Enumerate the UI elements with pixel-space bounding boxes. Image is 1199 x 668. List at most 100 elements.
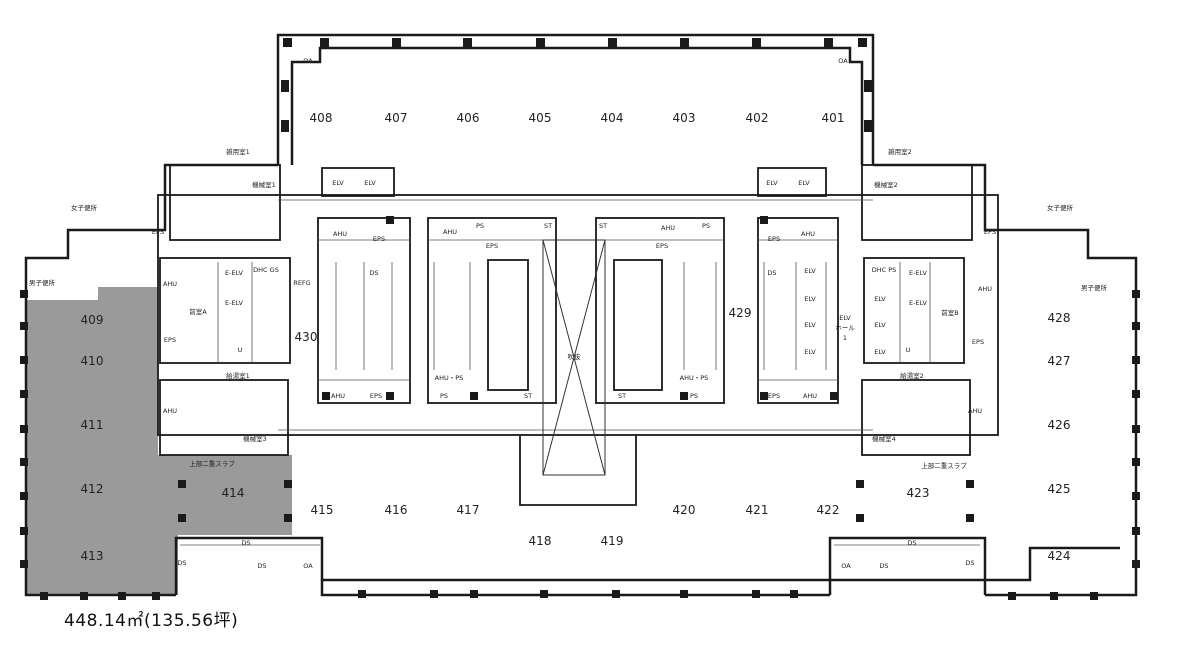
outer-walls	[24, 33, 1138, 597]
tag-elv: ELV	[766, 179, 778, 187]
tag-eps: EPS	[656, 242, 668, 250]
tag-eps: EPS	[164, 336, 176, 344]
room-zatsuyo1: 雑用室1	[226, 147, 250, 156]
tag-ps: PS	[476, 222, 484, 230]
unit-403: 403	[673, 111, 696, 125]
room-danshi-left: 男子便所	[29, 278, 56, 287]
tag-elv: ELV	[804, 267, 816, 275]
tag-dhc-gs: DHC GS	[253, 266, 279, 274]
room-danshi-right: 男子便所	[1081, 283, 1108, 292]
unit-424: 424	[1048, 549, 1071, 563]
elv-hall-3: 1	[843, 334, 847, 342]
tag-e-elv: E-ELV	[909, 299, 927, 307]
tag-u: U	[906, 346, 911, 354]
unit-427: 427	[1048, 354, 1071, 368]
tag-e-elv: E-ELV	[225, 269, 243, 277]
room-kanki1: 給湯室1	[226, 371, 250, 380]
tag-e-elv: E-ELV	[909, 269, 927, 277]
tag-eps: EPS	[768, 392, 780, 400]
tag-oa: OA	[303, 562, 313, 570]
tag-elv: ELV	[804, 348, 816, 356]
room-fukinuke: 吹抜	[568, 352, 582, 361]
room-kikai4: 機械室4	[872, 434, 896, 443]
unit-412: 412	[81, 482, 104, 496]
unit-417: 417	[457, 503, 480, 517]
atrium-void	[542, 239, 606, 476]
tag-ahu: AHU	[968, 407, 982, 415]
tag-ahu: AHU	[661, 224, 675, 232]
unit-425: 425	[1048, 482, 1071, 496]
tag-eps: EPS	[486, 242, 498, 250]
tag-ds: DS	[257, 562, 266, 570]
unit-409: 409	[81, 313, 104, 327]
unit-416: 416	[385, 503, 408, 517]
tag-ds: DS	[879, 562, 888, 570]
room-kikai3: 機械室3	[243, 434, 267, 443]
room-zatsuyo2: 雑用室2	[888, 147, 912, 156]
tag-ahu: AHU	[163, 280, 177, 288]
tag-eps: EPS	[972, 338, 984, 346]
room-kikai2: 機械室2	[874, 180, 898, 189]
room-shitsuA: 前室A	[189, 307, 207, 316]
tag-eps: EPS	[984, 228, 996, 236]
unit-419: 419	[601, 534, 624, 548]
tag-ps: PS	[440, 392, 448, 400]
tag-ahu: AHU	[801, 230, 815, 238]
unit-429: 429	[729, 306, 752, 320]
tag-ahu-ps: AHU・PS	[680, 374, 709, 382]
room-joshi-right: 女子便所	[1047, 203, 1074, 212]
tag-ps: PS	[702, 222, 710, 230]
tag-ds: DS	[767, 269, 776, 277]
tag-refg: REFG	[293, 279, 310, 287]
tag-oa: OA	[303, 57, 313, 65]
unit-411: 411	[81, 418, 104, 432]
unit-402: 402	[746, 111, 769, 125]
room-labels: 雑用室1 雑用室2 機械室1 機械室2 機械室3 機械室4 女子便所 女子便所 …	[29, 147, 1108, 470]
highlight-area	[26, 287, 292, 595]
tag-dhc-ps: DHC PS	[872, 266, 897, 274]
elv-hall-2: ホール	[835, 324, 855, 332]
unit-405: 405	[529, 111, 552, 125]
room-kikai1: 機械室1	[252, 180, 276, 189]
unit-420: 420	[673, 503, 696, 517]
floor-area-label: 448.14㎡(135.56坪)	[64, 611, 239, 631]
tag-st: ST	[524, 392, 532, 400]
tag-ahu: AHU	[333, 230, 347, 238]
unit-413: 413	[81, 549, 104, 563]
tag-eps: EPS	[370, 392, 382, 400]
tag-ahu: AHU	[803, 392, 817, 400]
unit-422: 422	[817, 503, 840, 517]
unit-415: 415	[311, 503, 334, 517]
tag-st: ST	[618, 392, 626, 400]
unit-407: 407	[385, 111, 408, 125]
tag-oa: OA	[841, 562, 851, 570]
tag-eps: EPS	[373, 235, 385, 243]
tag-elv: ELV	[332, 179, 344, 187]
core-walls	[157, 164, 999, 506]
unit-410: 410	[81, 354, 104, 368]
columns	[20, 38, 1140, 600]
unit-428: 428	[1048, 311, 1071, 325]
unit-421: 421	[746, 503, 769, 517]
unit-418: 418	[529, 534, 552, 548]
tag-ps: PS	[690, 392, 698, 400]
unit-404: 404	[601, 111, 624, 125]
tag-ahu: AHU	[163, 407, 177, 415]
tag-ds: DS	[241, 539, 250, 547]
tag-st: ST	[599, 222, 607, 230]
room-shitsuB: 前室B	[941, 308, 958, 317]
tag-st: ST	[544, 222, 552, 230]
unit-423: 423	[907, 486, 930, 500]
tag-ahu-ps: AHU・PS	[435, 374, 464, 382]
tag-elv: ELV	[874, 295, 886, 303]
tag-u: U	[238, 346, 243, 354]
tag-ds: DS	[907, 539, 916, 547]
tag-ds: DS	[965, 559, 974, 567]
tag-ahu: AHU	[978, 285, 992, 293]
tag-elv: ELV	[874, 321, 886, 329]
unit-406: 406	[457, 111, 480, 125]
tag-ahu: AHU	[443, 228, 457, 236]
tag-ds: DS	[369, 269, 378, 277]
tag-ahu: AHU	[331, 392, 345, 400]
unit-408: 408	[310, 111, 333, 125]
